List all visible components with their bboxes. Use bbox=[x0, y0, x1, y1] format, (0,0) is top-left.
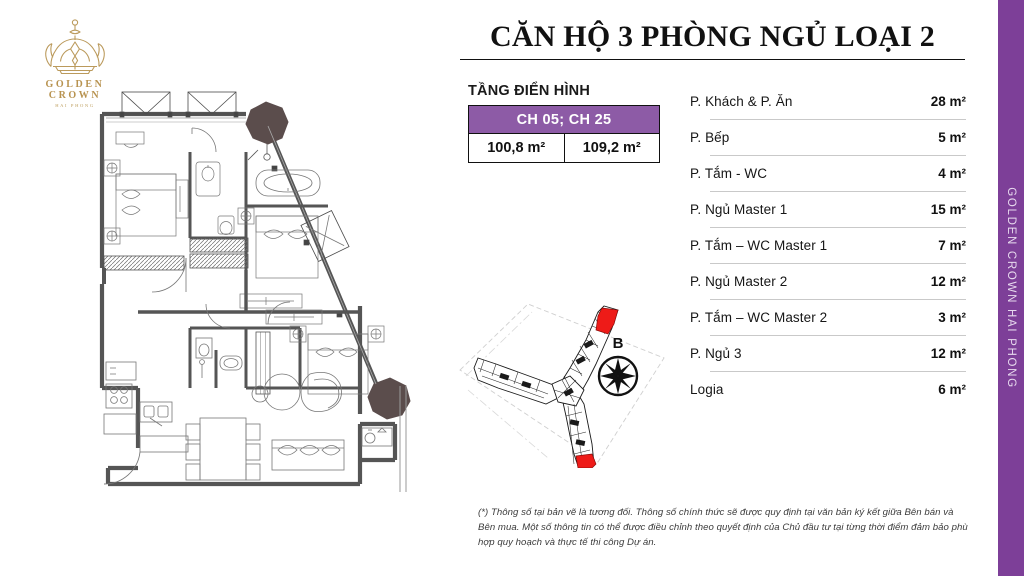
room-name: P. Ngủ Master 2 bbox=[690, 273, 788, 289]
site-plan-svg: B bbox=[459, 303, 665, 469]
room-area: 12 m² bbox=[930, 273, 966, 289]
room-name: P. Ngủ Master 1 bbox=[690, 201, 788, 217]
room-name: P. Tắm – WC Master 2 bbox=[690, 309, 828, 325]
floor-info-block: TẦNG ĐIỂN HÌNH CH 05; CH 25 100,8 m² 109… bbox=[468, 83, 660, 163]
room-name: P. Bếp bbox=[690, 129, 730, 145]
room-area: 4 m² bbox=[938, 165, 966, 181]
page-title: CĂN HỘ 3 PHÒNG NGỦ LOẠI 2 bbox=[489, 20, 935, 53]
logo-wordmark-line1: GOLDEN bbox=[45, 79, 105, 90]
page-title-block: CĂN HỘ 3 PHÒNG NGỦ LOẠI 2 bbox=[455, 18, 970, 60]
room-name: P. Tắm - WC bbox=[690, 165, 768, 181]
sidebar-brand-text: GOLDEN CROWN HAI PHONG bbox=[1005, 187, 1017, 389]
room-schedule-row: P. Ngủ Master 2 12 m² bbox=[688, 263, 966, 299]
room-area: 6 m² bbox=[938, 381, 966, 397]
room-schedule-row: P. Tắm - WC 4 m² bbox=[688, 155, 966, 191]
svg-text:B: B bbox=[613, 335, 624, 352]
brand-logo: GOLDEN CROWN HAI PHONG bbox=[27, 16, 123, 112]
unit-table-area-row: 100,8 m² 109,2 m² bbox=[468, 133, 660, 163]
logo-wordmark-line2: CROWN bbox=[48, 90, 102, 101]
unit-table-header-row: CH 05; CH 25 bbox=[468, 105, 660, 134]
floor-plan-drawing bbox=[60, 88, 455, 513]
room-schedule-row: P. Ngủ Master 1 15 m² bbox=[688, 191, 966, 227]
room-name: P. Khách & P. Ăn bbox=[690, 93, 793, 109]
logo-wordmark: GOLDEN CROWN bbox=[27, 79, 123, 101]
unit-area-cell-1: 100,8 m² bbox=[468, 133, 565, 163]
brand-sidebar: GOLDEN CROWN HAI PHONG bbox=[998, 0, 1024, 576]
disclaimer-footnote: (*) Thông số tại bản vẽ là tương đối. Th… bbox=[478, 507, 968, 549]
room-area: 28 m² bbox=[930, 93, 966, 109]
room-schedule-row: P. Khách & P. Ăn 28 m² bbox=[688, 83, 966, 119]
room-area: 12 m² bbox=[930, 345, 966, 361]
compass-rose-icon: B bbox=[597, 335, 639, 397]
room-schedule-row: P. Tắm – WC Master 2 3 m² bbox=[688, 299, 966, 335]
unit-area-cell-2: 109,2 m² bbox=[563, 133, 660, 163]
room-area: 5 m² bbox=[938, 129, 966, 145]
room-schedule-row: P. Bếp 5 m² bbox=[688, 119, 966, 155]
room-area: 15 m² bbox=[930, 201, 966, 217]
unit-area-table: CH 05; CH 25 100,8 m² 109,2 m² bbox=[468, 105, 660, 163]
title-underline bbox=[460, 59, 965, 60]
highlighted-unit bbox=[575, 307, 619, 469]
site-key-plan: B bbox=[452, 298, 672, 469]
logo-subtitle: HAI PHONG bbox=[55, 103, 95, 108]
room-schedule-list: P. Khách & P. Ăn 28 m² P. Bếp 5 m² P. Tắ… bbox=[688, 83, 966, 407]
room-name: P. Ngủ 3 bbox=[690, 345, 742, 361]
typical-floor-label: TẦNG ĐIỂN HÌNH bbox=[468, 83, 591, 99]
room-schedule-row: P. Ngủ 3 12 m² bbox=[688, 335, 966, 371]
room-schedule-row: Logia 6 m² bbox=[688, 371, 966, 407]
room-area: 3 m² bbox=[938, 309, 966, 325]
floor-plan-svg bbox=[99, 91, 411, 492]
unit-code-cell: CH 05; CH 25 bbox=[468, 105, 660, 134]
room-schedule-row: P. Tắm – WC Master 1 7 m² bbox=[688, 227, 966, 263]
room-name: Logia bbox=[690, 381, 724, 397]
crown-icon bbox=[45, 19, 105, 75]
room-name: P. Tắm – WC Master 1 bbox=[690, 237, 828, 253]
room-area: 7 m² bbox=[938, 237, 966, 253]
